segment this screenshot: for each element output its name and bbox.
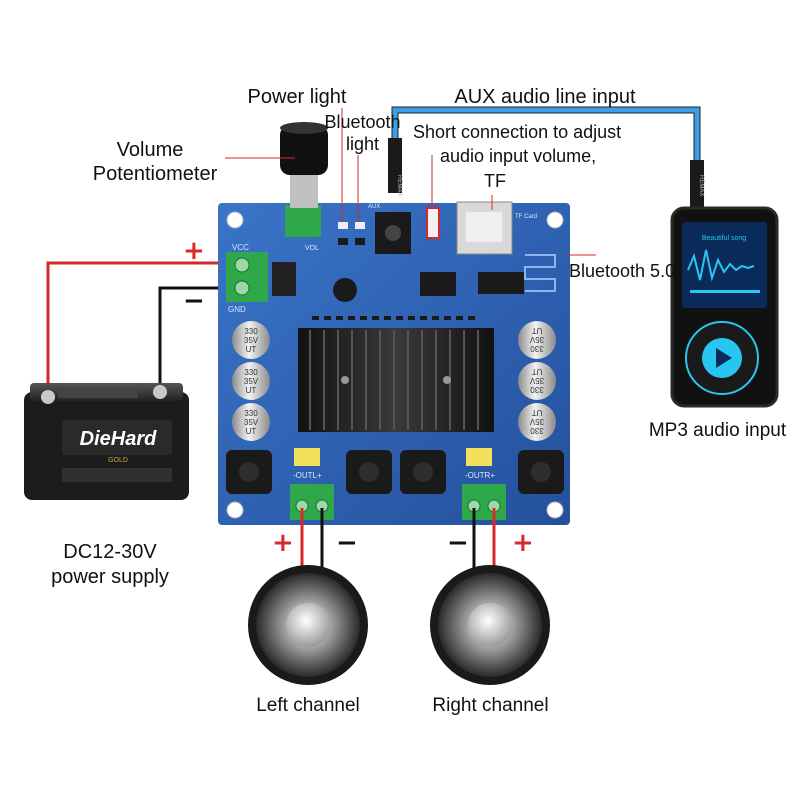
song-title: Beautiful song — [702, 235, 746, 242]
power-led — [338, 222, 348, 229]
volume-jumper — [426, 207, 440, 239]
svg-text:UT: UT — [532, 326, 543, 335]
battery-brand: DieHard — [80, 428, 157, 450]
inductors — [226, 450, 564, 494]
svg-text:UT: UT — [246, 386, 257, 395]
film-cap-left — [294, 448, 320, 466]
aux-plug-phone — [690, 160, 704, 215]
decoder-chip — [420, 272, 456, 296]
volume-label-1: Volume — [116, 139, 184, 161]
power-supply-label-1: DC12-30V — [63, 541, 157, 563]
left-plus-sign: + — [272, 528, 294, 558]
capacitor-left-2: 330 35V UT — [232, 362, 270, 400]
capacitor-left-1: 330 35V UT — [232, 321, 270, 359]
svg-text:UT: UT — [532, 408, 543, 417]
left-minus-sign: − — [336, 528, 358, 558]
speaker-left — [248, 565, 368, 685]
dc-minus-sign: − — [183, 286, 205, 316]
svg-text:35V: 35V — [529, 335, 544, 344]
bluetooth-antenna — [524, 254, 556, 292]
small-capacitor — [333, 278, 357, 302]
dc-plus-sign: + — [183, 236, 205, 266]
power-wires — [46, 261, 242, 395]
film-cap-right — [466, 448, 492, 466]
aux-cable: REMAX REMAX — [388, 106, 704, 215]
svg-text:330: 330 — [530, 385, 544, 394]
gnd-silkscreen: GND — [228, 305, 246, 314]
aux-input-label: AUX audio line input — [454, 86, 636, 108]
aux-silkscreen: AUX — [368, 204, 380, 210]
play-icon — [716, 348, 732, 368]
volume-pot-base — [285, 205, 321, 237]
right-channel-label: Right channel — [432, 695, 549, 716]
bluetooth-light-label-2: light — [345, 134, 380, 154]
svg-text:330: 330 — [244, 327, 258, 336]
volume-label-2: Potentiometer — [92, 163, 218, 185]
bluetooth-version-label: Bluetooth 5.0 — [569, 261, 676, 281]
svg-text:35V: 35V — [529, 376, 544, 385]
right-plus-sign: + — [512, 528, 534, 558]
svg-text:UT: UT — [532, 367, 543, 376]
aux-plug-board — [388, 138, 402, 193]
svg-text:UT: UT — [246, 427, 257, 436]
left-channel-label: Left channel — [256, 695, 360, 716]
svg-text:330: 330 — [530, 344, 544, 353]
resistor-row — [312, 316, 475, 320]
progress-bar — [690, 290, 760, 293]
speaker-right — [430, 565, 550, 685]
capacitor-right-1: 330 35V UT — [518, 321, 556, 359]
output-terminal-right — [462, 484, 506, 520]
vol-silkscreen: VOL — [305, 245, 319, 252]
capacitor-left-3: 330 35V UT — [232, 403, 270, 441]
amp-chip — [478, 272, 524, 294]
volume-pot-knob — [280, 125, 328, 175]
mp3-input-label: MP3 audio input — [648, 420, 787, 441]
battery-minus-terminal — [153, 385, 167, 399]
battery-small-text: GOLD — [108, 457, 128, 464]
svg-text:UT: UT — [246, 345, 257, 354]
capacitor-right-3: 330 35V UT — [518, 403, 556, 441]
svg-text:35V: 35V — [529, 417, 544, 426]
capacitor-right-2: 330 35V UT — [518, 362, 556, 400]
svg-text:330: 330 — [244, 409, 258, 418]
vcc-silkscreen: VCC — [232, 243, 249, 252]
bluetooth-led — [355, 222, 365, 229]
mp3-player: Beautiful song — [670, 206, 779, 408]
cable-brand-phone: REMAX — [698, 175, 704, 196]
cable-brand-board: REMAX — [396, 175, 402, 196]
waveform — [687, 249, 755, 282]
amplifier-board: VCC GND VOL AUX TF Card — [218, 122, 570, 525]
svg-text:330: 330 — [530, 426, 544, 435]
battery-plus-terminal — [41, 390, 55, 404]
power-supply-label-2: power supply — [51, 566, 169, 588]
heatsink — [298, 328, 494, 432]
outr-silkscreen: -OUTR+ — [465, 471, 495, 480]
short-connection-label-2: audio input volume, — [440, 146, 597, 166]
svg-text:35V: 35V — [244, 418, 259, 427]
right-minus-sign: − — [447, 528, 469, 558]
outl-silkscreen: -OUTL+ — [293, 471, 322, 480]
svg-text:330: 330 — [244, 368, 258, 377]
volume-pot-shaft — [290, 172, 318, 208]
tf-card-silkscreen: TF Card — [515, 214, 537, 220]
bluetooth-light-label-1: Bluetooth — [324, 112, 401, 132]
short-connection-label-1: Short connection to adjust — [413, 122, 622, 142]
svg-text:35V: 35V — [244, 377, 259, 386]
tf-label: TF — [484, 171, 506, 191]
callout-lines — [225, 108, 596, 256]
power-light-label: Power light — [247, 86, 347, 108]
output-terminal-left — [290, 484, 334, 520]
regulator-chip — [272, 262, 296, 296]
svg-text:35V: 35V — [244, 336, 259, 345]
battery: DieHard GOLD — [24, 383, 189, 500]
